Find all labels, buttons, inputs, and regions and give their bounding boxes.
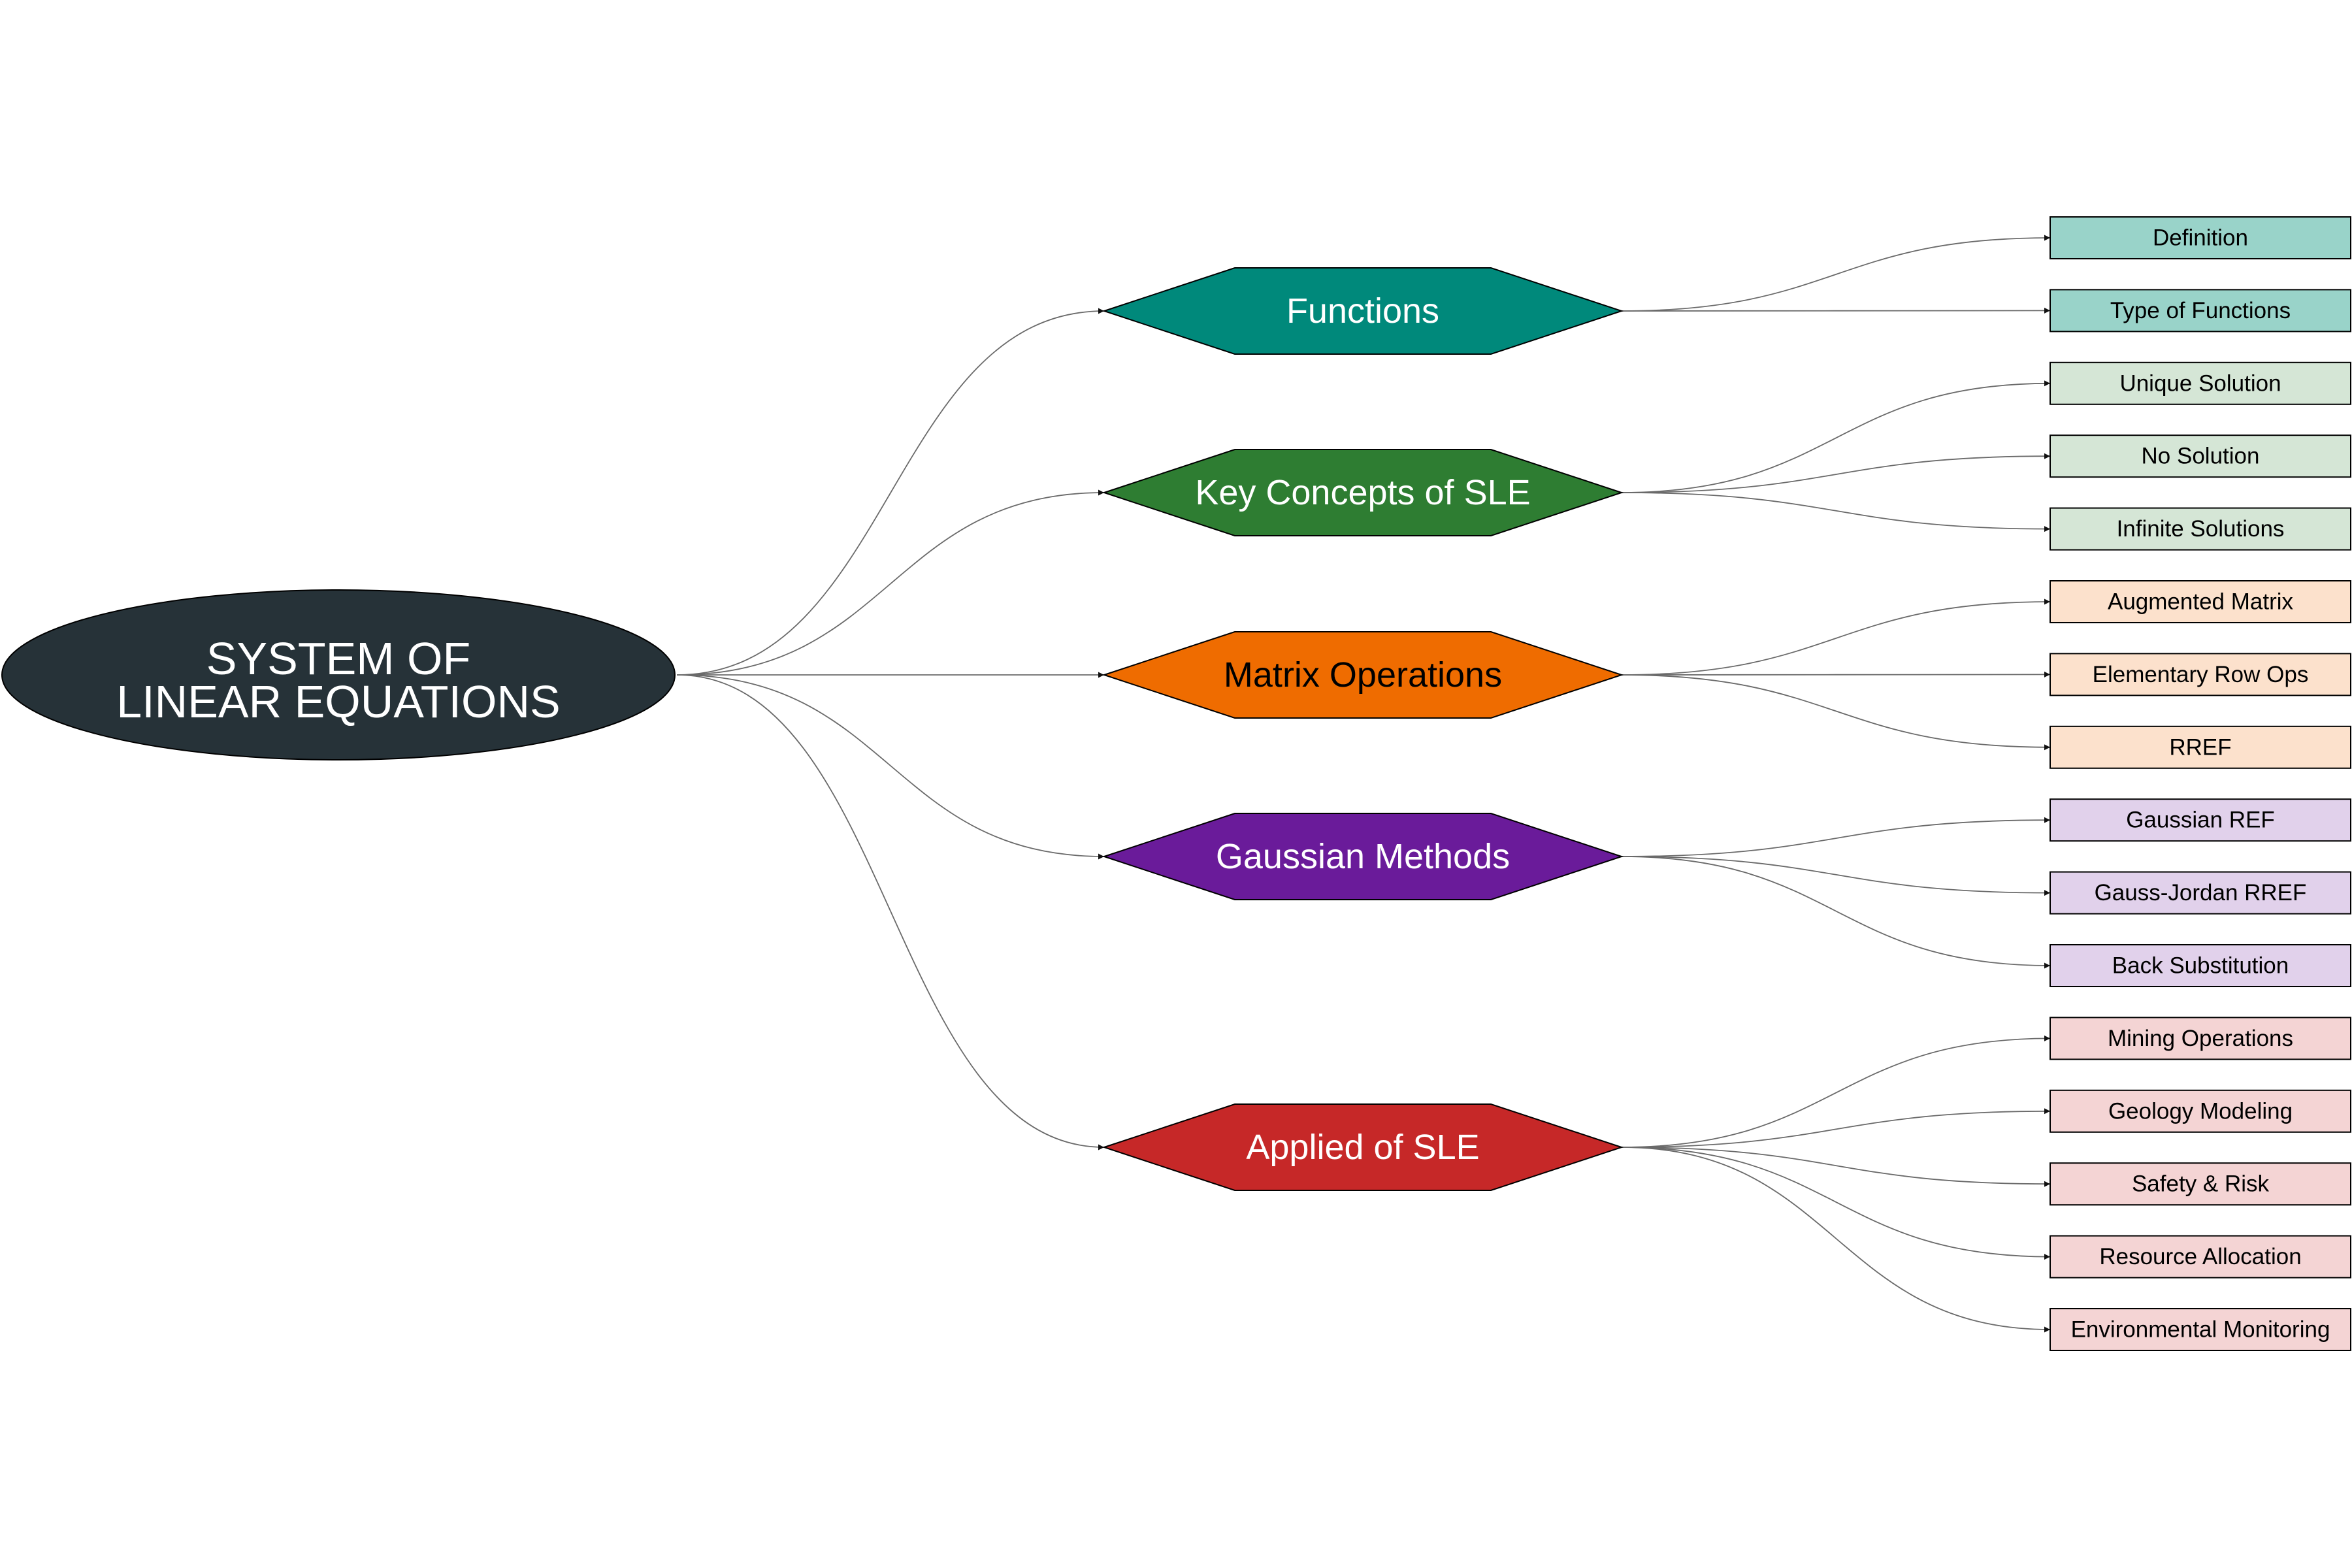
leaf-node[interactable]: Augmented Matrix bbox=[2050, 580, 2351, 623]
branch-hexagon bbox=[1102, 631, 1624, 719]
branch-to-leaf-edge bbox=[1621, 1108, 2051, 1148]
leaf-label: Mining Operations bbox=[2108, 1026, 2293, 1051]
leaf-label: Type of Functions bbox=[2110, 298, 2291, 323]
leaf-box bbox=[2050, 1235, 2351, 1279]
branch-to-leaf-edge bbox=[1621, 453, 2051, 493]
leaf-node[interactable]: Type of Functions bbox=[2050, 289, 2351, 333]
branch-hexagon bbox=[1102, 267, 1624, 355]
leaf-box bbox=[2050, 289, 2351, 333]
branch-to-leaf-edge bbox=[1621, 1147, 2051, 1260]
leaf-node[interactable]: Mining Operations bbox=[2050, 1017, 2351, 1060]
branch-to-leaf-edge bbox=[1621, 856, 2051, 969]
leaf-box bbox=[2050, 653, 2351, 696]
leaf-label: No Solution bbox=[2142, 444, 2260, 469]
leaf-node[interactable]: Environmental Monitoring bbox=[2050, 1308, 2351, 1351]
leaf-label: Environmental Monitoring bbox=[2071, 1317, 2330, 1343]
branch-node[interactable]: Matrix Operations bbox=[1102, 631, 1624, 719]
branch-hexagon bbox=[1102, 1103, 1624, 1191]
branch-label: Applied of SLE bbox=[1246, 1128, 1479, 1167]
leaf-node[interactable]: RREF bbox=[2050, 725, 2351, 769]
branch-label: Functions bbox=[1286, 291, 1439, 331]
branch-node[interactable]: Functions bbox=[1102, 267, 1624, 355]
branch-node[interactable]: Gaussian Methods bbox=[1102, 813, 1624, 900]
leaf-box bbox=[2050, 1017, 2351, 1060]
leaf-node[interactable]: Resource Allocation bbox=[2050, 1235, 2351, 1279]
branch-to-leaf-edge bbox=[1621, 671, 2051, 678]
branch-label: Key Concepts of SLE bbox=[1195, 473, 1530, 512]
leaf-node[interactable]: Unique Solution bbox=[2050, 361, 2351, 405]
branch-to-leaf-edge bbox=[1621, 674, 2051, 751]
leaf-label: Gaussian REF bbox=[2126, 808, 2275, 833]
root-to-branch-edge bbox=[676, 674, 1105, 1151]
branch-hexagon bbox=[1102, 813, 1624, 900]
root-ellipse bbox=[1, 589, 676, 760]
leaf-box bbox=[2050, 725, 2351, 769]
leaf-label: Infinite Solutions bbox=[2117, 516, 2285, 542]
branch-to-leaf-edge bbox=[1621, 1035, 2051, 1148]
branch-label: Matrix Operations bbox=[1224, 655, 1502, 694]
leaf-box bbox=[2050, 1089, 2351, 1133]
leaf-label: Geology Modeling bbox=[2108, 1098, 2293, 1124]
leaf-label: Back Substitution bbox=[2112, 953, 2289, 979]
leaf-box bbox=[2050, 580, 2351, 623]
leaf-label: Elementary Row Ops bbox=[2093, 662, 2309, 687]
edges-layer bbox=[676, 235, 2051, 1333]
leaf-node[interactable]: Infinite Solutions bbox=[2050, 507, 2351, 551]
root-to-branch-edge bbox=[676, 308, 1105, 676]
branch-to-leaf-edge bbox=[1621, 598, 2051, 676]
leaf-node[interactable]: Gauss-Jordan RREF bbox=[2050, 871, 2351, 915]
branch-to-leaf-edge bbox=[1621, 235, 2051, 312]
root-title-line-1: SYSTEM OF bbox=[206, 633, 470, 684]
leaf-box bbox=[2050, 216, 2351, 259]
branch-node[interactable]: Applied of SLE bbox=[1102, 1103, 1624, 1191]
leaf-label: Unique Solution bbox=[2119, 370, 2281, 396]
leaf-label: Resource Allocation bbox=[2099, 1244, 2301, 1269]
root-to-branch-edge bbox=[676, 674, 1105, 860]
leaf-label: Augmented Matrix bbox=[2108, 589, 2294, 615]
leaf-box bbox=[2050, 361, 2351, 405]
leaf-box bbox=[2050, 871, 2351, 915]
leaf-box bbox=[2050, 507, 2351, 551]
branch-to-leaf-edge bbox=[1621, 1147, 2051, 1333]
leaf-node[interactable]: Back Substitution bbox=[2050, 944, 2351, 987]
leaf-node[interactable]: Definition bbox=[2050, 216, 2351, 259]
branch-to-leaf-edge bbox=[1621, 492, 2051, 532]
branch-to-leaf-edge bbox=[1621, 307, 2051, 314]
leaf-node[interactable]: Geology Modeling bbox=[2050, 1089, 2351, 1133]
branch-hexagon bbox=[1102, 449, 1624, 536]
leaf-node[interactable]: Safety & Risk bbox=[2050, 1162, 2351, 1206]
leaf-box bbox=[2050, 798, 2351, 842]
branch-node[interactable]: Key Concepts of SLE bbox=[1102, 449, 1624, 536]
leaf-node[interactable]: Gaussian REF bbox=[2050, 798, 2351, 842]
branch-to-leaf-edge bbox=[1621, 856, 2051, 896]
leaf-box bbox=[2050, 944, 2351, 987]
leaf-box bbox=[2050, 1308, 2351, 1351]
leaf-label: Gauss-Jordan RREF bbox=[2095, 880, 2307, 906]
leaf-node[interactable]: Elementary Row Ops bbox=[2050, 653, 2351, 696]
nodes-layer: SYSTEM OF LINEAR EQUATIONS Functions Defi… bbox=[1, 216, 2351, 1351]
leaf-label: Safety & Risk bbox=[2132, 1171, 2270, 1197]
leaf-node[interactable]: No Solution bbox=[2050, 434, 2351, 478]
root-node[interactable]: SYSTEM OF LINEAR EQUATIONS bbox=[1, 589, 676, 760]
leaf-label: Definition bbox=[2153, 225, 2248, 251]
root-to-branch-edge bbox=[676, 489, 1105, 676]
leaf-label: RREF bbox=[2169, 734, 2231, 760]
branch-label: Gaussian Methods bbox=[1216, 837, 1510, 876]
root-title-line-2: LINEAR EQUATIONS bbox=[116, 676, 560, 727]
branch-to-leaf-edge bbox=[1621, 817, 2051, 857]
branch-to-leaf-edge bbox=[1621, 1147, 2051, 1187]
branch-to-leaf-edge bbox=[1621, 380, 2051, 493]
leaf-box bbox=[2050, 1162, 2351, 1206]
leaf-box bbox=[2050, 434, 2351, 478]
